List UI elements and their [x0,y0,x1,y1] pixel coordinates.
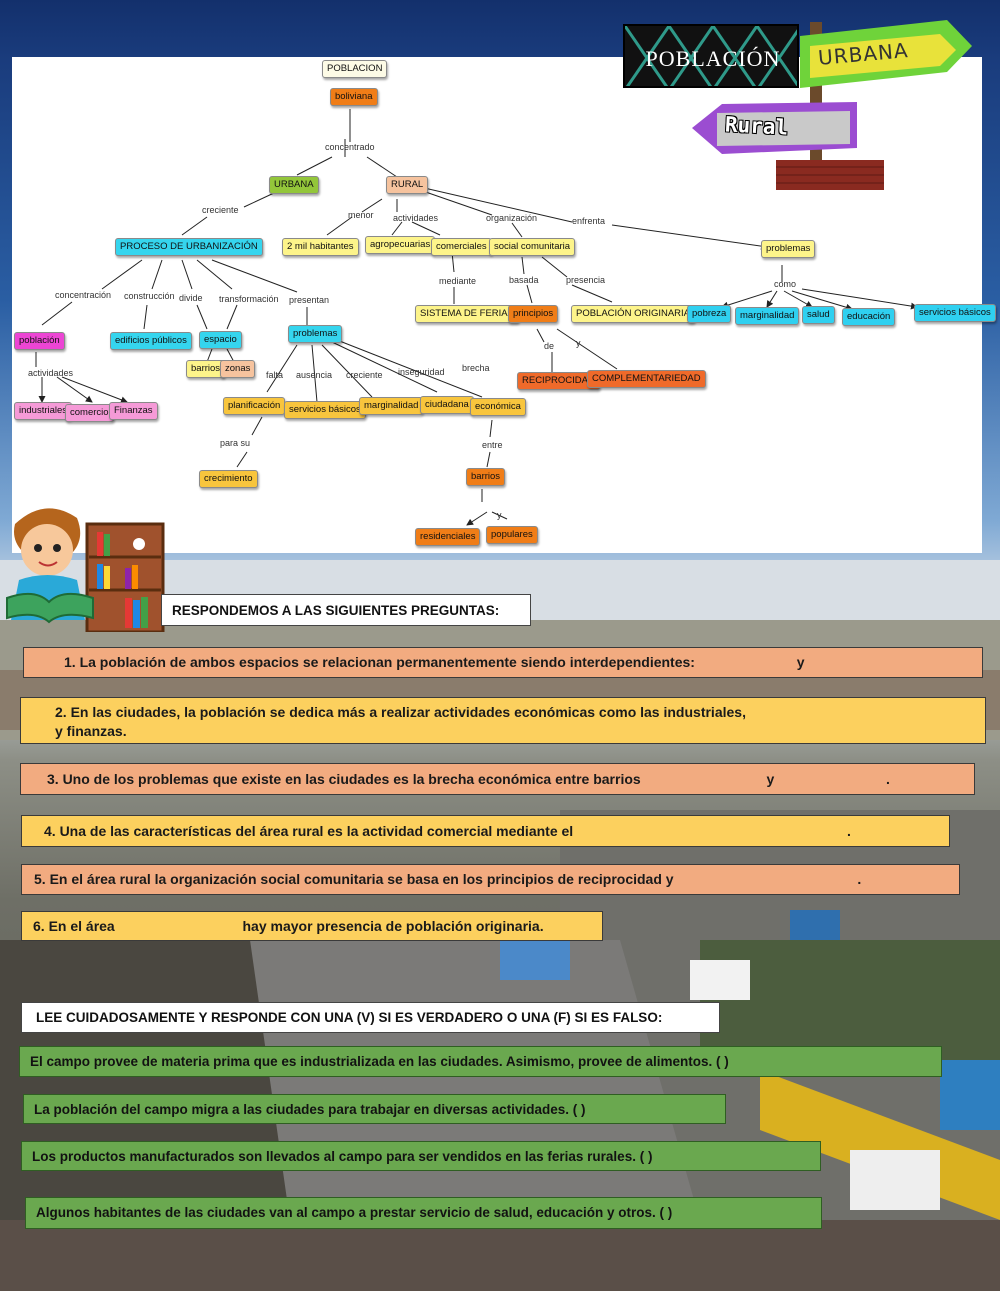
question-2: 2. En las ciudades, la población se dedi… [20,697,986,744]
node-2-mil-habitantes: 2 mil habitantes [282,238,359,257]
question-4: 4. Una de las características del área r… [21,815,950,847]
link-creciente-2: creciente [346,370,383,380]
question-6-text-end: hay mayor presencia de población origina… [242,918,544,934]
node-servicios-basicos-rurales: servicios básicos [914,304,996,323]
link-inseguridad: inseguridad [398,367,445,377]
question-3-text: 3. Uno de los problemas que existe en la… [47,771,641,787]
node-problemas-urbanos: problemas [288,325,343,344]
node-complementariedad: COMPLEMENTARIEDAD [587,370,706,389]
link-actividades: actividades [28,368,74,378]
node-barrios-2: barrios [466,468,506,487]
question-3-conj: y [766,771,775,787]
node-rural: RURAL [386,176,429,195]
node-poblacion: POBLACION [322,60,388,79]
node-industriales: industriales [14,402,73,421]
link-concentracion: concentración [55,290,112,300]
statement-4[interactable]: Algunos habitantes de las ciudades van a… [25,1197,822,1229]
link-ausencia: ausencia [296,370,333,380]
link-menor: menor [348,210,374,220]
link-brecha: brecha [462,363,490,373]
question-5-period: . [857,871,862,887]
node-educacion: educación [842,308,896,327]
node-problemas-rurales: problemas [761,240,816,259]
node-principios: principios [508,305,559,324]
node-marginalidad: marginalidad [359,397,424,416]
link-actividades-2: actividades [393,213,439,223]
node-zonas: zonas [220,360,256,379]
link-y: y [497,510,502,520]
node-servicios-basicos: servicios básicos [284,401,366,420]
link-y-2: y [576,338,581,348]
question-4-text: 4. Una de las características del área r… [44,823,574,839]
link-falta: falta [266,370,284,380]
link-enfrenta: enfrenta [572,216,606,226]
link-como: como [774,279,797,289]
question-3: 3. Uno de los problemas que existe en la… [20,763,975,795]
node-poblacion-originaria: POBLACIÓN ORIGINARIA [571,305,696,324]
link-presencia: presencia [566,275,606,285]
node-comercio: comercio [65,404,114,423]
node-urbana: URBANA [269,176,319,195]
question-2-line-1: 2. En las ciudades, la población se dedi… [55,704,746,720]
node-residenciales: residenciales [415,528,481,547]
node-pobreza: pobreza [687,305,732,324]
banner-pattern [625,26,797,86]
node-boliviana: boliviana [330,88,378,107]
node-populares: populares [486,526,538,545]
question-6-text-start: 6. En el área [33,918,115,934]
sign-rural: Rural [724,112,789,140]
question-1-text: 1. La población de ambos espacios se rel… [64,654,695,670]
link-mediante: mediante [439,276,477,286]
question-1-conj: y [796,654,805,670]
node-espacio: espacio [199,331,242,350]
question-5-text: 5. En el área rural la organización soci… [34,871,674,887]
link-presentan: presentan [289,295,330,305]
link-concentrado: concentrado [325,142,375,152]
node-proceso-urbanizacion: PROCESO DE URBANIZACIÓN [115,238,263,257]
node-social-comunitaria: social comunitaria [489,238,576,257]
link-basada: basada [509,275,539,285]
node-planificacion: planificación [223,397,286,416]
node-salud: salud [802,306,835,325]
statement-1[interactable]: El campo provee de materia prima que es … [19,1046,942,1077]
node-economica: económica [470,398,526,417]
question-2-line-2: y finanzas. [55,723,127,739]
node-sistema-de-ferias: SISTEMA DE FERIAS [415,305,519,324]
signpost-graphic [692,20,972,190]
question-3-period: . [886,771,890,787]
link-creciente: creciente [202,205,239,215]
banner-title: POBLACIÓN [645,46,781,71]
question-1: 1. La población de ambos espacios se rel… [23,647,983,678]
true-false-heading: LEE CUIDADOSAMENTE Y RESPONDE CON UNA (V… [21,1002,720,1033]
node-finanzas: Finanzas [109,402,158,421]
node-poblacion-urbana: población [14,332,65,351]
statement-3[interactable]: Los productos manufacturados son llevado… [21,1141,821,1171]
node-edificios-publicos: edificios públicos [110,332,192,351]
node-crecimiento: crecimiento [199,470,258,489]
question-6: 6. En el área hay mayor presencia de pob… [21,911,603,941]
node-marginalidad-rural: marginalidad [735,307,800,326]
statement-2[interactable]: La población del campo migra a las ciuda… [23,1094,726,1124]
link-transformacion: transformación [219,294,279,304]
node-agropecuarias: agropecuarias [365,236,436,255]
question-4-period: . [846,823,851,839]
concept-map-links [35,109,918,526]
node-comerciales: comerciales [431,238,492,257]
questions-heading: RESPONDEMOS A LAS SIGUIENTES PREGUNTAS: [161,594,531,626]
link-de: de [544,341,555,351]
link-organizacion: organización [486,213,538,223]
question-5: 5. En el área rural la organización soci… [21,864,960,895]
link-entre: entre [482,440,503,450]
link-divide: divide [179,293,203,303]
boy-reading-illustration [6,508,165,632]
link-construccion: construcción [124,291,175,301]
node-ciudadana: ciudadana [420,396,474,415]
link-para-su: para su [220,438,251,448]
title-banner: POBLACIÓN [623,24,799,88]
